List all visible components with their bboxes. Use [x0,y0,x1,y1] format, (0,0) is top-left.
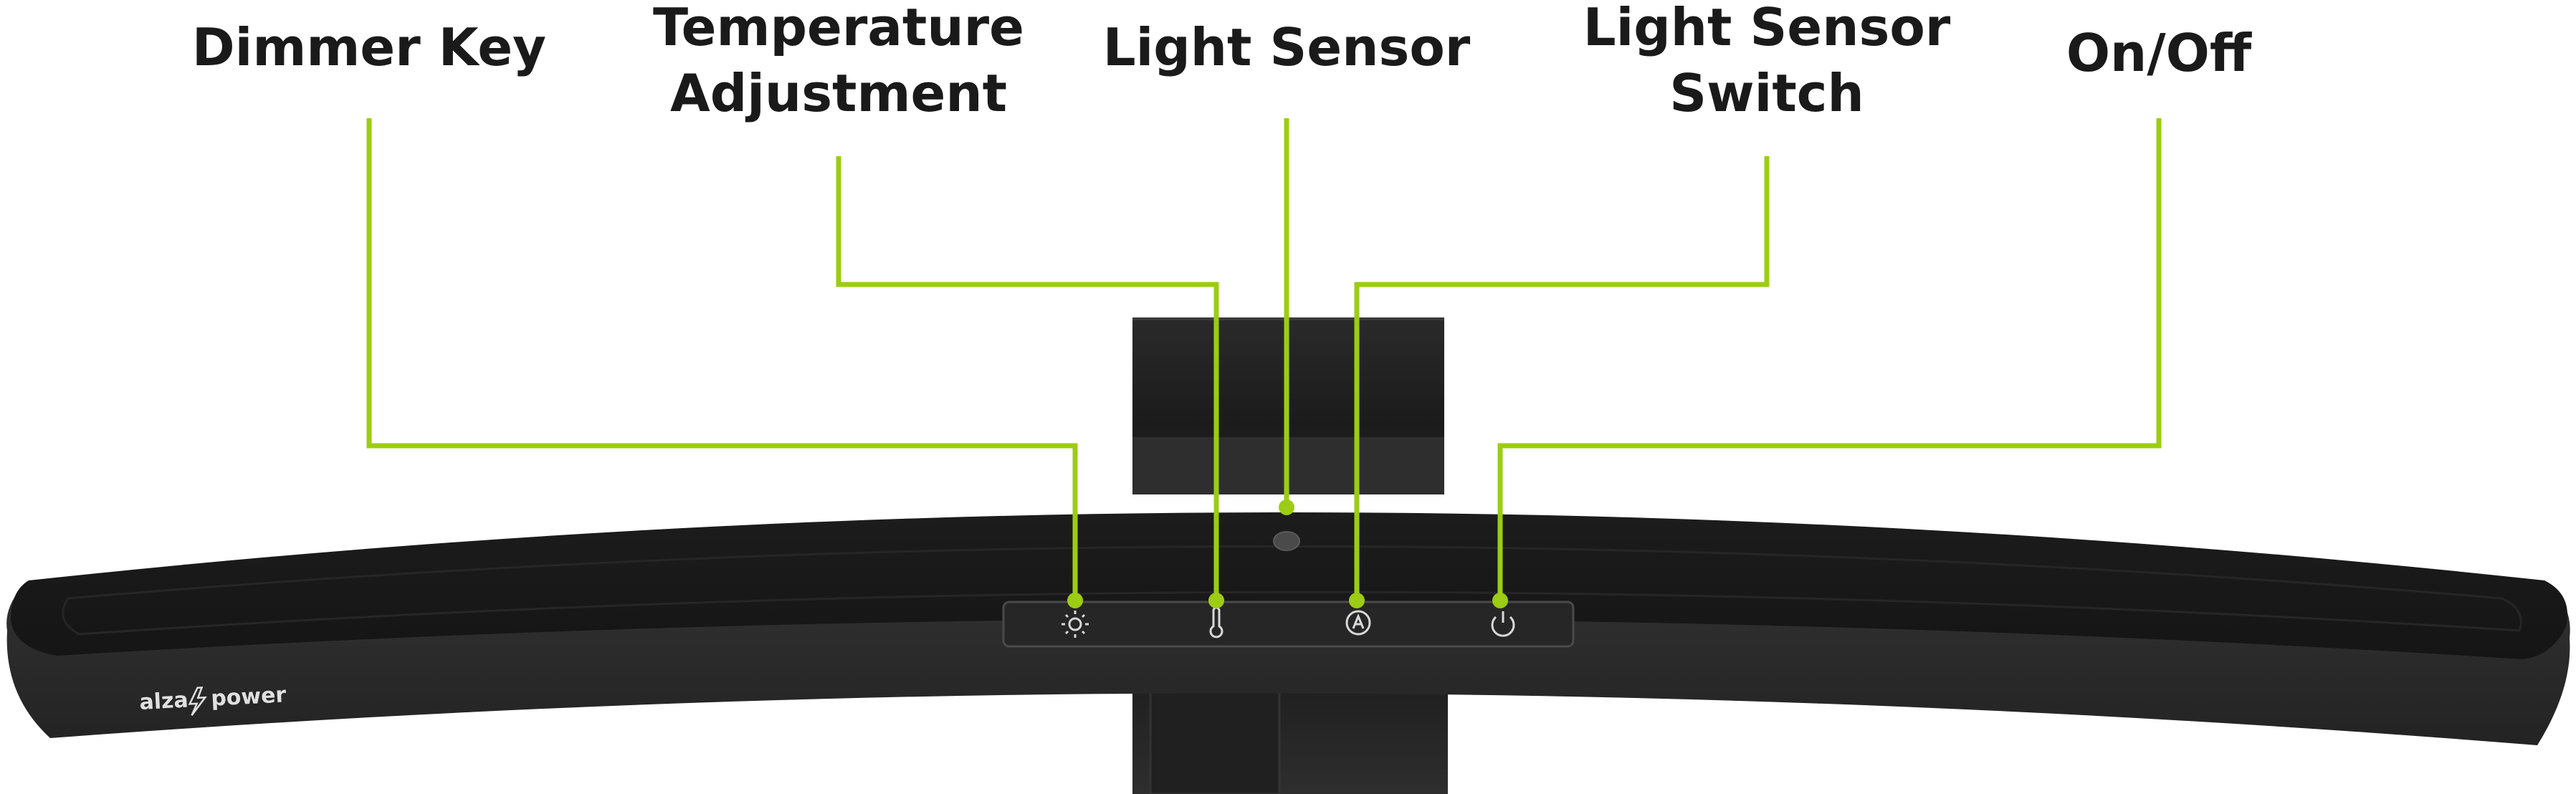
control-panel [1002,601,1575,648]
label-on-off: On/Off [2066,20,2251,86]
control-panel-plate [1002,601,1575,648]
lamp-bar-groove [62,545,2522,636]
power-icon-arc [1491,616,1515,637]
sun-icon-ray [1081,630,1086,635]
callout-line-temperature-adjustment [836,156,1219,601]
label-line: Temperature [653,0,1024,57]
callout-lines [366,118,2162,601]
callout-dot-light-sensor [1279,499,1294,515]
lamp-bar-top [11,512,2567,659]
label-light-sensor-switch: Light Sensor Switch [1583,0,1951,126]
callout-dot-on-off [1492,593,1508,608]
brand-logo-right: power [210,682,287,711]
brand-logo-left: alza [139,687,189,715]
label-line: Light Sensor [1102,17,1471,77]
callout-dot-temperature-adjustment [1208,593,1224,608]
callout-dots [1067,499,1508,608]
sun-icon-ray [1064,613,1069,618]
label-line: Switch [1669,63,1864,123]
label-line: Adjustment [669,63,1008,123]
callout-line-dimmer-key [366,118,1078,601]
callout-line-on-off [1497,118,2162,601]
callout-dot-light-sensor-switch [1349,593,1365,608]
sun-icon-ray [1064,630,1069,635]
light-sensor-dot [1273,531,1300,551]
label-dimmer-key: Dimmer Key [192,14,546,80]
callout-line-light-sensor-switch [1354,156,1770,601]
auto-sensor-icon-ring [1345,610,1371,636]
sun-icon-core [1068,617,1082,631]
label-line: Light Sensor [1583,0,1951,57]
brand-logo: alza power [139,682,287,716]
sun-icon[interactable] [1062,611,1089,638]
callout-dot-dimmer-key [1067,593,1083,608]
auto-sensor-icon-letter [1352,613,1365,629]
sun-icon-ray [1081,613,1086,618]
label-line: Dimmer Key [191,17,547,77]
bolt-icon [188,687,207,716]
auto-sensor-icon[interactable] [1345,610,1371,636]
power-icon[interactable] [1491,611,1515,637]
label-light-sensor: Light Sensor [1103,14,1471,80]
label-temperature-adjustment: Temperature Adjustment [653,0,1024,126]
label-line: On/Off [2066,23,2252,83]
